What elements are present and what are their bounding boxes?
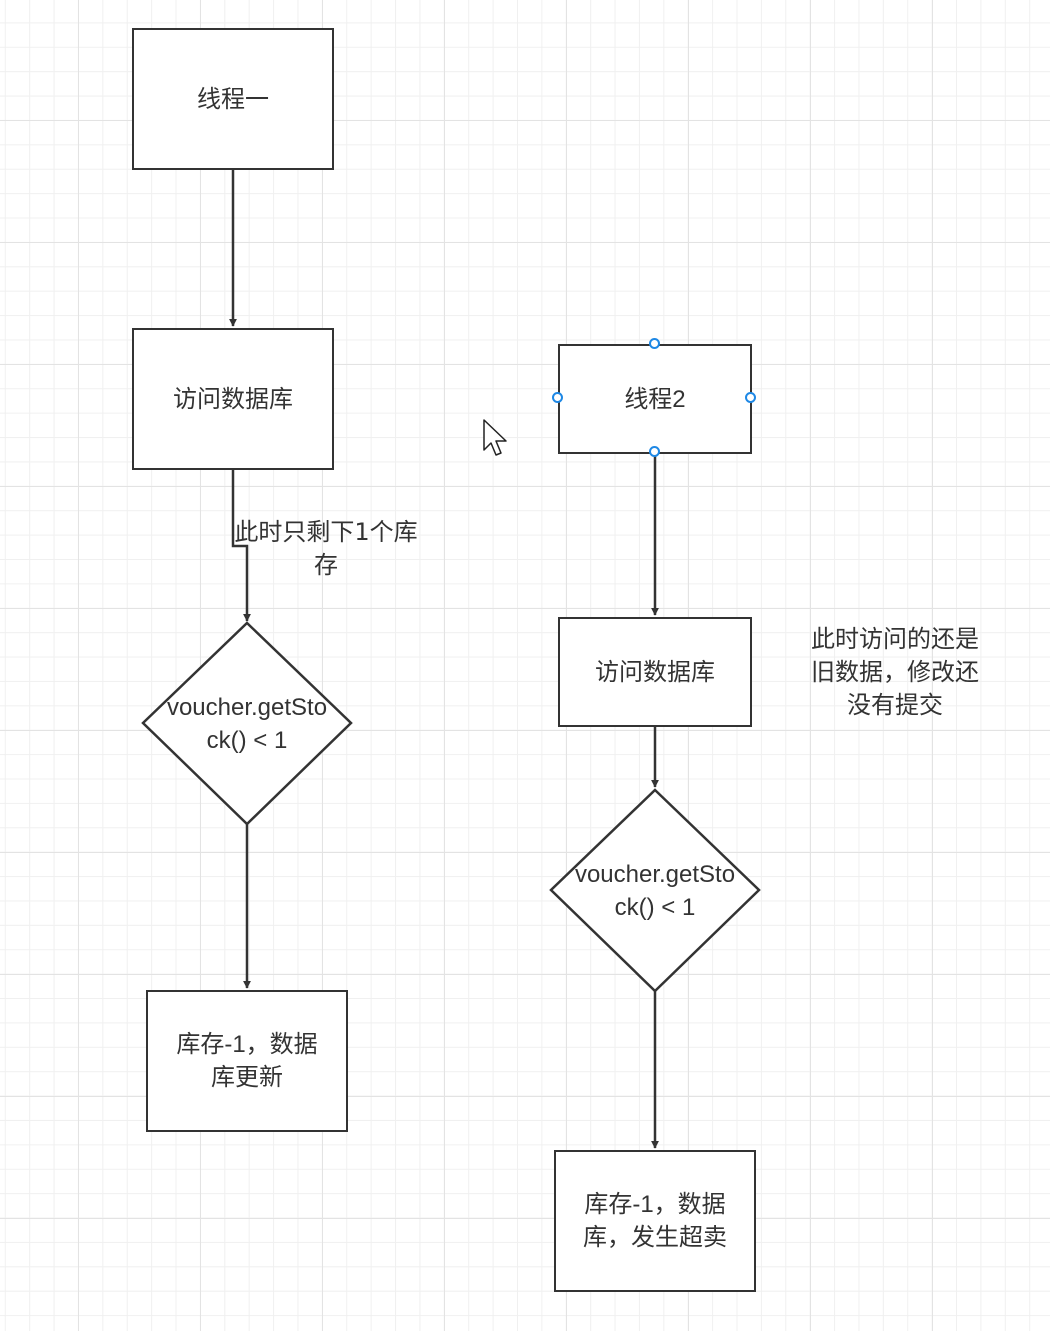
- thread1-edge-note: 此时只剩下1个库存: [234, 518, 418, 579]
- thread1-decision-text: voucher.getStock() < 1: [166, 694, 328, 754]
- thread2-side-note: 此时访问的还是旧数据，修改还没有提交: [811, 625, 979, 719]
- thread2-decision-text: voucher.getStock() < 1: [574, 861, 736, 921]
- selection-handle-right[interactable]: [745, 392, 756, 403]
- mouse-pointer-icon: [483, 419, 507, 456]
- thread1-access-db-node[interactable]: 访问数据库: [132, 328, 334, 470]
- selection-handle-left[interactable]: [552, 392, 563, 403]
- thread2-access-db-node[interactable]: 访问数据库: [558, 617, 752, 727]
- connector-thread1-access-to-decision[interactable]: [231, 469, 251, 622]
- selection-handle-bottom[interactable]: [649, 446, 660, 457]
- decision-diamond-thread1[interactable]: [141, 621, 353, 826]
- thread1-result-node[interactable]: 库存-1，数据库更新: [146, 990, 348, 1132]
- selection-handle-top[interactable]: [649, 338, 660, 349]
- thread1-start-node[interactable]: 线程一: [132, 28, 334, 170]
- thread2-start-node[interactable]: 线程2: [558, 344, 752, 454]
- thread2-result-node[interactable]: 库存-1，数据库，发生超卖: [554, 1150, 756, 1292]
- decision-diamond-thread2[interactable]: [549, 788, 761, 993]
